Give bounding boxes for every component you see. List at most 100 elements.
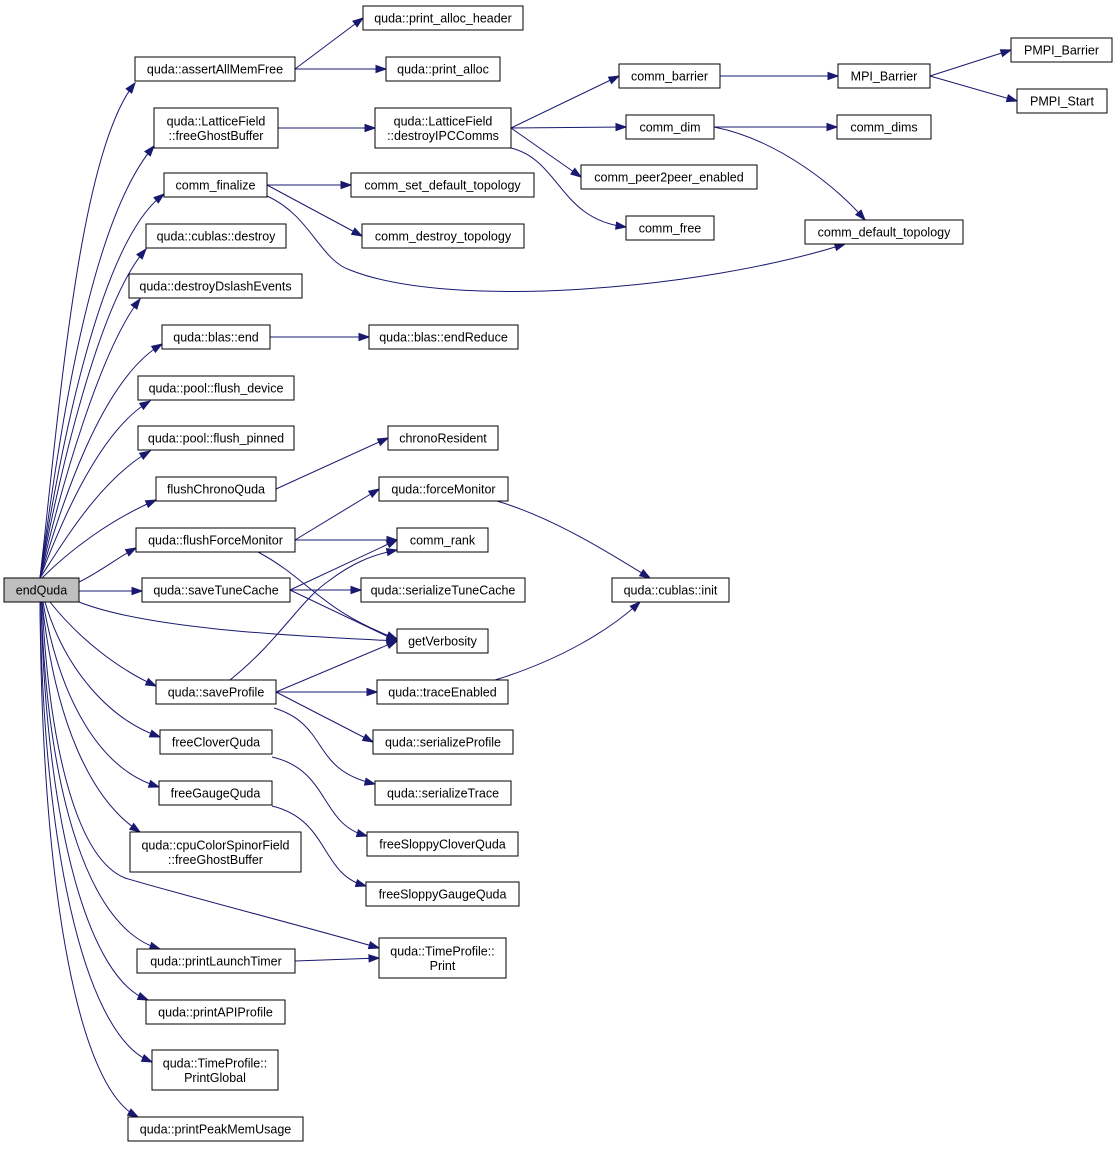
node-box bbox=[145, 223, 287, 249]
arrowhead bbox=[376, 437, 390, 447]
node-label: quda::pool::flush_pinned bbox=[148, 432, 284, 446]
edge-flushForceMonitor-to-comm_rank bbox=[295, 535, 399, 545]
node-comm_dims[interactable]: comm_dims bbox=[836, 114, 932, 140]
edge-endQuda-to-cublas_destroy bbox=[39, 247, 147, 579]
arrowhead bbox=[136, 992, 150, 1001]
node-box bbox=[155, 679, 277, 705]
node-label: comm_set_default_topology bbox=[364, 179, 521, 193]
arrowhead bbox=[144, 499, 158, 509]
node-cublas_destroy[interactable]: quda::cublas::destroy bbox=[145, 223, 287, 249]
node-blas_end[interactable]: quda::blas::end bbox=[161, 324, 271, 350]
arrowhead bbox=[366, 687, 379, 697]
node-box bbox=[136, 948, 296, 974]
node-comm_destroy_topology[interactable]: comm_destroy_topology bbox=[361, 223, 525, 249]
node-label: quda::blas::endReduce bbox=[379, 331, 508, 345]
node-comm_set_default_topology[interactable]: comm_set_default_topology bbox=[350, 172, 535, 198]
edge-saveProfile-to-serializeProfile bbox=[275, 691, 375, 743]
node-box bbox=[158, 780, 273, 806]
node-serializeProfile[interactable]: quda::serializeProfile bbox=[372, 729, 514, 755]
node-comm_free[interactable]: comm_free bbox=[625, 215, 715, 241]
node-box bbox=[836, 114, 932, 140]
node-serializeTuneCache[interactable]: quda::serializeTuneCache bbox=[360, 577, 526, 603]
node-box bbox=[137, 375, 295, 401]
edge-endQuda-to-pool_flush_device bbox=[39, 400, 152, 579]
node-comm_finalize[interactable]: comm_finalize bbox=[163, 172, 268, 198]
arrowhead bbox=[148, 941, 162, 950]
node-cpu_freeGhostBuffer[interactable]: quda::cpuColorSpinorField::freeGhostBuff… bbox=[129, 831, 302, 873]
node-printLaunchTimer[interactable]: quda::printLaunchTimer bbox=[136, 948, 296, 974]
node-MPI_Barrier[interactable]: MPI_Barrier bbox=[837, 63, 931, 89]
edge-comm_dim-to-comm_dims bbox=[714, 122, 839, 132]
node-box bbox=[804, 219, 964, 245]
node-chronoResident[interactable]: chronoResident bbox=[387, 425, 499, 451]
node-freeCloverQuda[interactable]: freeCloverQuda bbox=[159, 729, 273, 755]
node-label: freeSloppyCloverQuda bbox=[379, 838, 506, 852]
node-saveProfile[interactable]: quda::saveProfile bbox=[155, 679, 277, 705]
node-assertAllMemFree[interactable]: quda::assertAllMemFree bbox=[134, 56, 296, 82]
node-box bbox=[374, 780, 512, 806]
node-box bbox=[129, 831, 302, 873]
arrowhead bbox=[385, 640, 399, 649]
node-label: comm_free bbox=[639, 222, 702, 236]
edge-saveProfile-to-traceEnabled bbox=[276, 687, 379, 697]
node-destroyIPCComms[interactable]: quda::LatticeField::destroyIPCComms bbox=[374, 107, 512, 149]
node-label: ::destroyIPCComms bbox=[387, 129, 499, 143]
node-flushChronoQuda[interactable]: flushChronoQuda bbox=[155, 476, 277, 502]
arrowhead bbox=[124, 547, 138, 557]
node-box bbox=[378, 937, 507, 979]
edge-destroyIPCComms-to-comm_free bbox=[510, 147, 628, 230]
node-box bbox=[625, 114, 715, 140]
node-freeSloppyCloverQuda[interactable]: freeSloppyCloverQuda bbox=[366, 831, 519, 857]
edge-comm_barrier-to-MPI_Barrier bbox=[720, 71, 840, 81]
node-traceEnabled[interactable]: quda::traceEnabled bbox=[376, 679, 509, 705]
node-print_alloc[interactable]: quda::print_alloc bbox=[385, 56, 501, 82]
node-PMPI_Barrier[interactable]: PMPI_Barrier bbox=[1010, 37, 1113, 63]
node-label: freeCloverQuda bbox=[172, 736, 260, 750]
node-label: quda::printPeakMemUsage bbox=[140, 1123, 292, 1137]
node-serializeTrace[interactable]: quda::serializeTrace bbox=[374, 780, 512, 806]
node-label: MPI_Barrier bbox=[851, 70, 918, 84]
node-box bbox=[396, 628, 489, 654]
node-print_alloc_header[interactable]: quda::print_alloc_header bbox=[362, 5, 524, 31]
node-tp_Print[interactable]: quda::TimeProfile::Print bbox=[378, 937, 507, 979]
node-blas_endReduce[interactable]: quda::blas::endReduce bbox=[368, 324, 519, 350]
node-label: quda::TimeProfile:: bbox=[390, 944, 494, 958]
node-pool_flush_pinned[interactable]: quda::pool::flush_pinned bbox=[137, 425, 295, 451]
node-destroyDslashEvents[interactable]: quda::destroyDslashEvents bbox=[128, 273, 303, 299]
node-PMPI_Start[interactable]: PMPI_Start bbox=[1016, 88, 1108, 114]
node-saveTuneCache[interactable]: quda::saveTuneCache bbox=[141, 577, 291, 603]
edge-flushChronoQuda-to-chronoResident bbox=[275, 437, 390, 490]
edge-endQuda-to-tp_PrintGlobal bbox=[39, 601, 154, 1063]
node-box bbox=[385, 56, 501, 82]
node-label: comm_peer2peer_enabled bbox=[594, 171, 743, 185]
edge-destroyIPCComms-to-comm_barrier bbox=[510, 75, 621, 129]
edge-saveTuneCache-to-getVerbosity bbox=[289, 589, 399, 642]
node-label: endQuda bbox=[16, 584, 67, 598]
node-forceMonitor[interactable]: quda::forceMonitor bbox=[378, 476, 509, 502]
node-comm_rank[interactable]: comm_rank bbox=[396, 527, 489, 553]
node-comm_barrier[interactable]: comm_barrier bbox=[618, 63, 721, 89]
arrowhead bbox=[136, 247, 147, 260]
node-pool_flush_device[interactable]: quda::pool::flush_device bbox=[137, 375, 295, 401]
arrowhead bbox=[363, 777, 377, 786]
node-comm_peer2peer_enabled[interactable]: comm_peer2peer_enabled bbox=[580, 164, 758, 190]
node-tp_PrintGlobal[interactable]: quda::TimeProfile::PrintGlobal bbox=[151, 1049, 279, 1091]
node-box bbox=[159, 729, 273, 755]
arrowhead bbox=[854, 209, 866, 222]
node-cublas_init[interactable]: quda::cublas::init bbox=[611, 577, 730, 603]
node-endQuda[interactable]: endQuda bbox=[3, 577, 80, 603]
arrowhead bbox=[367, 941, 381, 950]
node-label: freeGaugeQuda bbox=[171, 787, 261, 801]
node-comm_dim[interactable]: comm_dim bbox=[625, 114, 715, 140]
node-printPeakMemUsage[interactable]: quda::printPeakMemUsage bbox=[127, 1116, 304, 1142]
node-lf_freeGhostBuffer[interactable]: quda::LatticeField::freeGhostBuffer bbox=[153, 107, 279, 149]
node-comm_default_topology[interactable]: comm_default_topology bbox=[804, 219, 964, 245]
node-flushForceMonitor[interactable]: quda::flushForceMonitor bbox=[135, 527, 296, 553]
node-freeSloppyGaugeQuda[interactable]: freeSloppyGaugeQuda bbox=[365, 881, 520, 907]
node-printAPIProfile[interactable]: quda::printAPIProfile bbox=[145, 999, 286, 1025]
edge-comm_dim-to-comm_default_topology bbox=[713, 126, 866, 222]
edge-destroyIPCComms-to-comm_dim bbox=[510, 122, 628, 132]
node-freeGaugeQuda[interactable]: freeGaugeQuda bbox=[158, 780, 273, 806]
arrowhead bbox=[340, 180, 353, 190]
node-getVerbosity[interactable]: getVerbosity bbox=[396, 628, 489, 654]
